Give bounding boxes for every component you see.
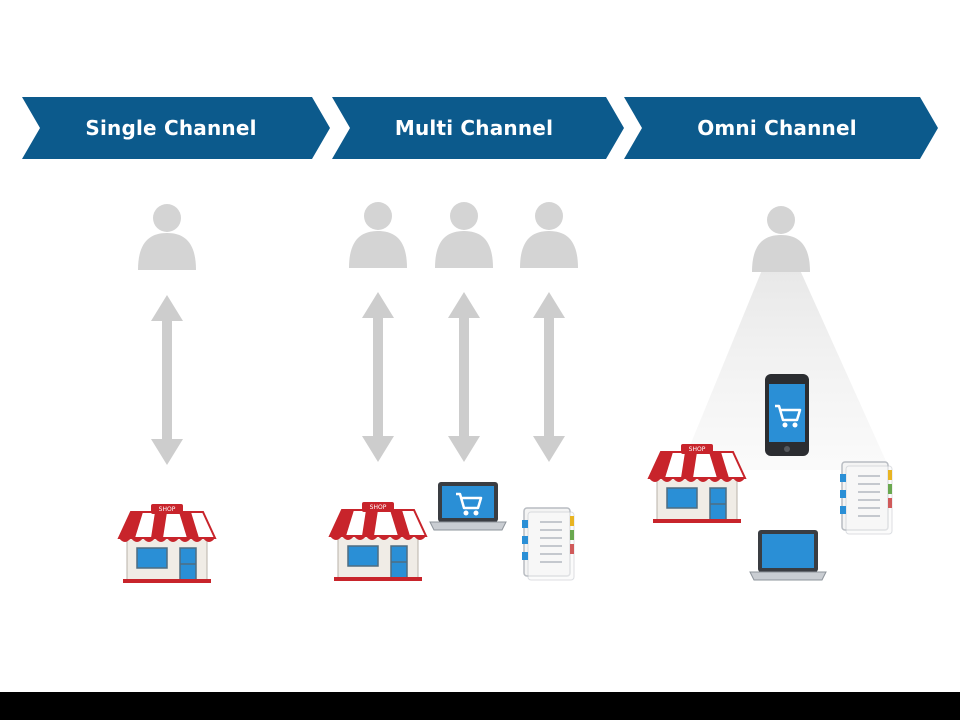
laptop-cart-icon	[749, 530, 827, 581]
double-arrow-icon	[151, 295, 183, 465]
shop-icon	[329, 501, 427, 582]
catalog-icon	[839, 461, 893, 535]
person-icon	[520, 202, 578, 268]
double-arrow-icon	[448, 292, 480, 462]
phone-cart-icon	[765, 374, 809, 456]
banner-omni-channel	[624, 97, 938, 159]
double-arrow-icon	[362, 292, 394, 462]
person-icon	[435, 202, 493, 268]
person-icon	[349, 202, 407, 268]
person-icon	[752, 206, 810, 272]
spotlight-beam	[680, 270, 890, 470]
shop-icon	[118, 503, 216, 584]
shop-sign-text: SHOP	[688, 446, 706, 453]
double-arrow-icon	[533, 292, 565, 462]
shop-sign-text: SHOP	[158, 506, 176, 513]
banner-single-channel	[22, 97, 330, 159]
bottom-bar	[0, 692, 960, 720]
single-channel-label: Single Channel	[85, 116, 257, 140]
person-icon	[138, 204, 196, 270]
shop-icon	[648, 443, 746, 524]
catalog-icon	[521, 507, 575, 581]
laptop-cart-icon	[429, 481, 507, 531]
omni-channel-label: Omni Channel	[697, 116, 857, 140]
shop-sign-text: SHOP	[369, 504, 387, 511]
multi-channel-label: Multi Channel	[394, 116, 554, 140]
banner-multi-channel	[332, 97, 624, 159]
